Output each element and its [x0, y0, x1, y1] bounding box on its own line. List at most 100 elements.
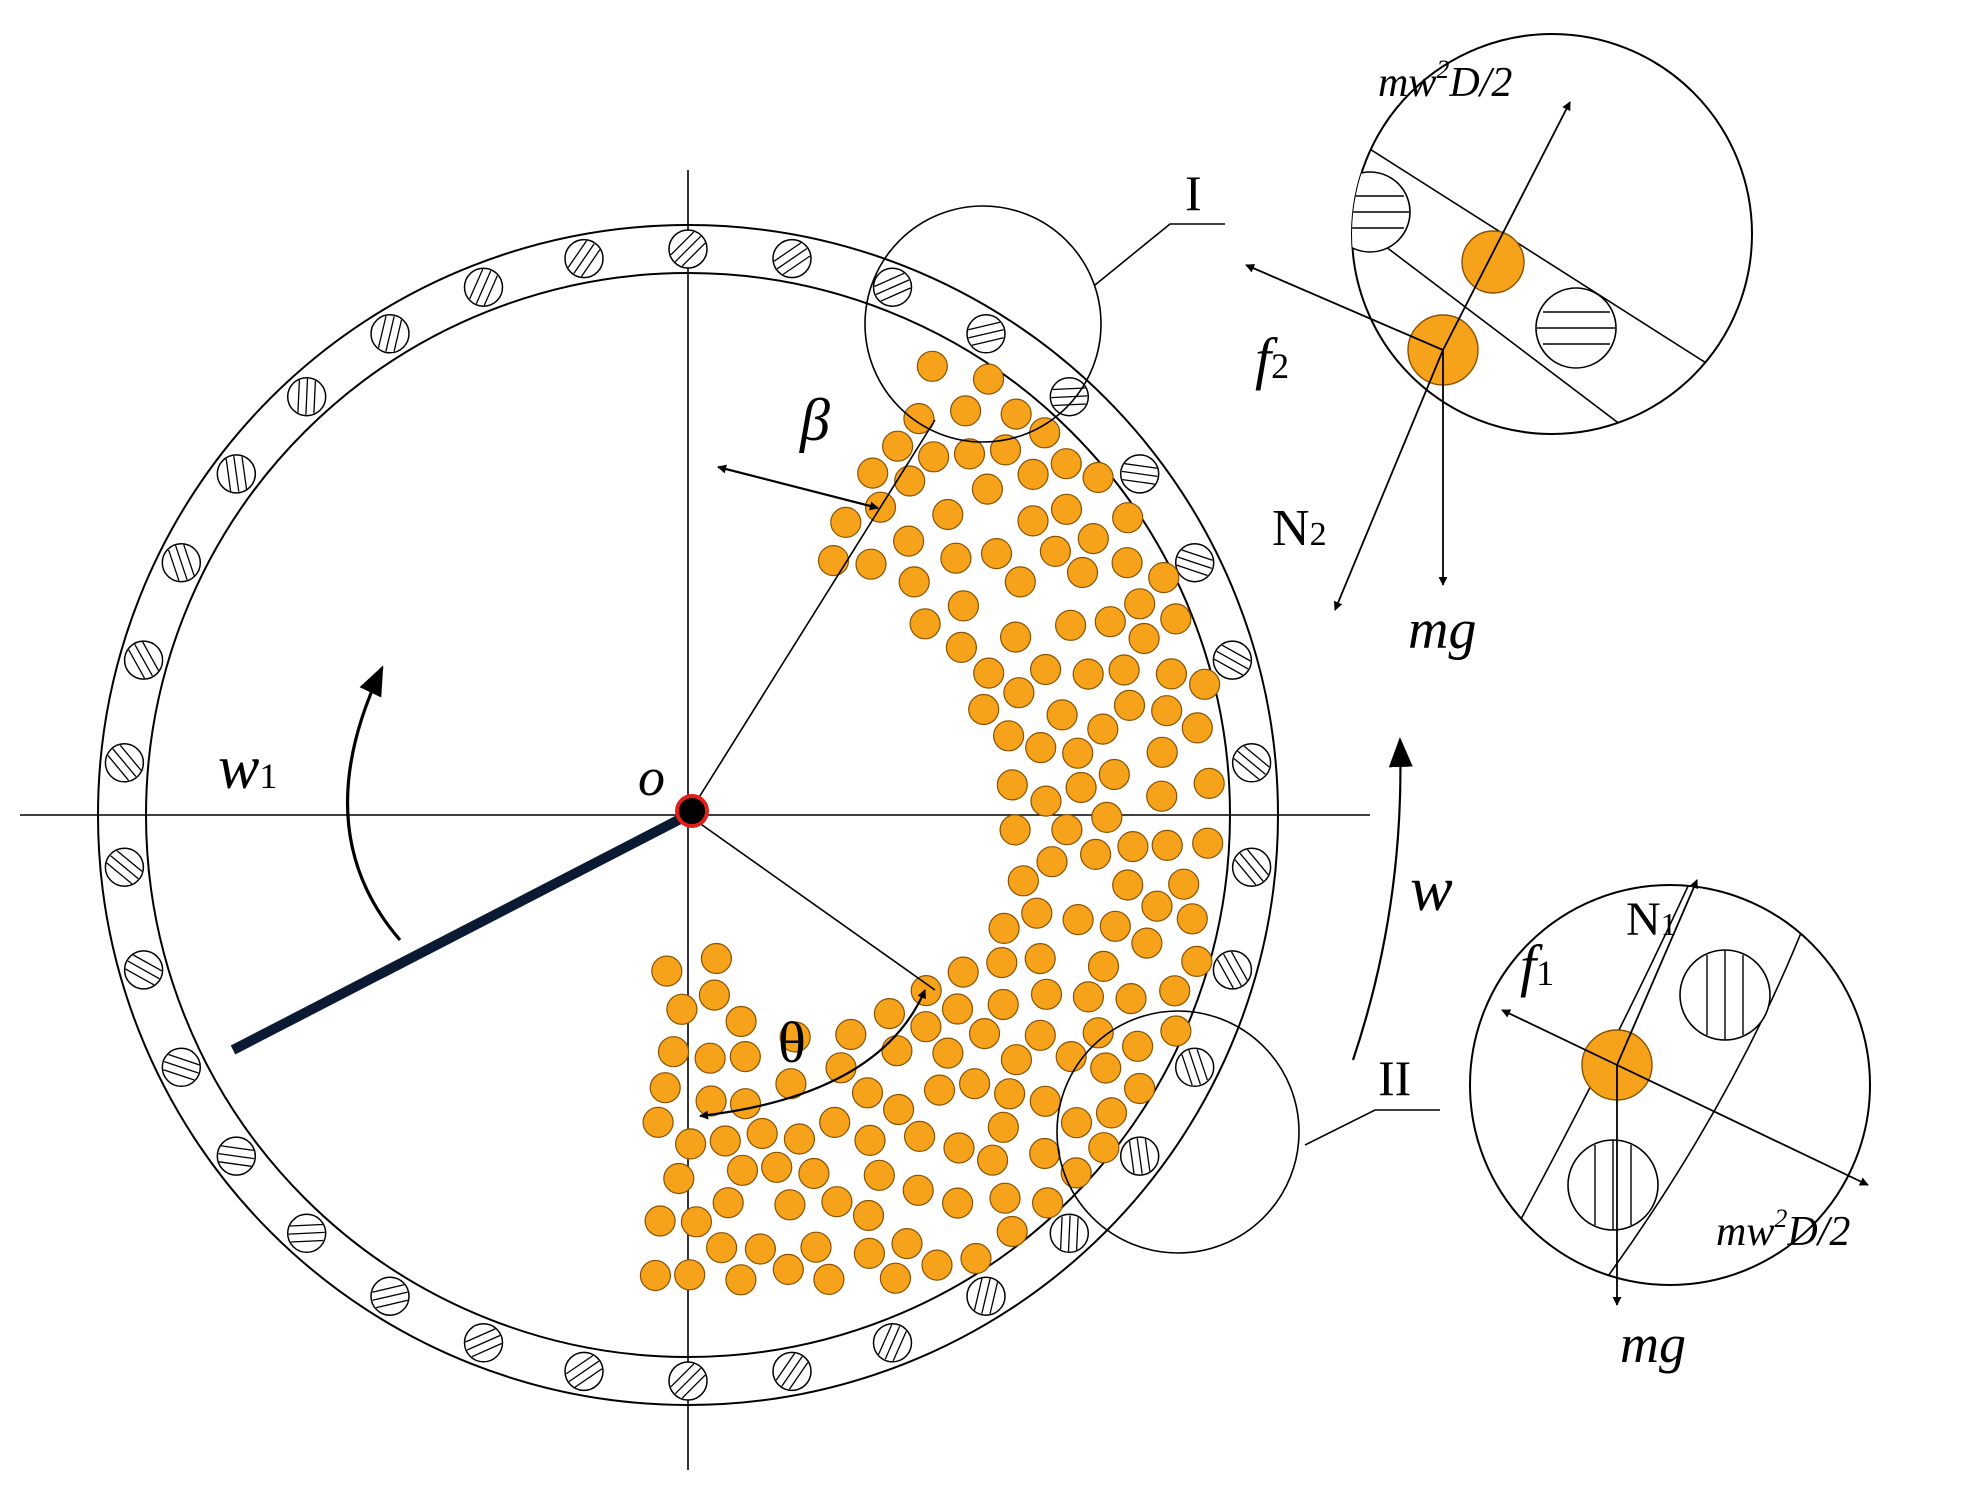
particle	[993, 1078, 1026, 1110]
particle	[1095, 1097, 1128, 1129]
particle	[1017, 458, 1049, 490]
particle	[1148, 561, 1180, 594]
particle	[999, 621, 1032, 653]
detail-I-inset: mw2D/2 f2 N2 mg	[1245, 33, 1753, 661]
detail-I-lifter-right	[1535, 287, 1617, 369]
particle	[910, 1011, 942, 1043]
lifter-bar	[463, 267, 504, 307]
lifter-bar	[1049, 376, 1090, 417]
particle	[892, 525, 925, 557]
particle	[898, 566, 930, 598]
particle	[1030, 978, 1063, 1010]
particle	[1090, 1052, 1122, 1084]
lifter-bar	[966, 1276, 1006, 1316]
beta-arrow	[717, 464, 879, 511]
particle	[1088, 1132, 1120, 1164]
lifter-bar	[668, 1361, 708, 1401]
particle	[1031, 1187, 1064, 1219]
particle	[947, 956, 979, 988]
particle	[1112, 869, 1144, 901]
detail-II-focus-circle	[1056, 1010, 1300, 1254]
particle	[855, 548, 887, 580]
particle	[1159, 975, 1191, 1007]
particle	[1181, 945, 1213, 978]
detail-I-normal-label: N2	[1272, 500, 1327, 557]
particle	[1000, 398, 1032, 430]
particle	[968, 1017, 1001, 1050]
particle	[972, 363, 1005, 395]
particle	[932, 1037, 964, 1069]
lifter-bar	[286, 376, 327, 417]
w-rotation-arrow	[1351, 737, 1413, 1061]
lifter-bar	[370, 314, 410, 354]
particle	[932, 498, 964, 531]
particle	[698, 979, 731, 1011]
particle	[830, 506, 862, 539]
particle	[1030, 785, 1062, 817]
particle	[674, 1259, 706, 1291]
particle	[881, 430, 914, 462]
lifter-bar	[1174, 1047, 1215, 1088]
particle	[1128, 622, 1160, 655]
lifter-bar	[564, 1351, 604, 1392]
particle	[958, 1068, 991, 1100]
particle	[1029, 1085, 1061, 1117]
particle	[941, 1187, 974, 1219]
detail-I-ring-edge-inner	[1352, 211, 1721, 434]
lifter-bar	[772, 1351, 812, 1392]
particle	[882, 1093, 915, 1126]
particle	[819, 1106, 851, 1139]
particle	[1146, 736, 1178, 768]
detail-II-lifter-upper	[1679, 949, 1771, 1041]
lifter-bar	[1212, 950, 1253, 990]
particle	[1115, 982, 1147, 1015]
detail-II-leader	[1304, 1109, 1440, 1146]
particle	[1024, 942, 1056, 975]
particle	[973, 657, 1005, 689]
particle	[851, 1077, 884, 1109]
w1-rotation-arrow	[345, 665, 402, 942]
particle	[1176, 903, 1208, 935]
particle	[1077, 522, 1109, 555]
particle	[639, 1259, 672, 1292]
particle	[1055, 1040, 1087, 1073]
particle	[1141, 890, 1173, 922]
particle	[1065, 771, 1097, 804]
particle	[746, 1117, 778, 1150]
particle	[1066, 556, 1099, 589]
detail-I-centrifugal-arrow	[1442, 101, 1571, 351]
particle	[923, 1074, 956, 1106]
particle	[1168, 868, 1200, 900]
particle	[680, 1206, 713, 1238]
w1-label: w1	[218, 734, 277, 802]
lifter-bar	[216, 454, 257, 494]
particle	[1082, 1017, 1114, 1049]
particle	[729, 1088, 762, 1120]
theta-arrow	[699, 989, 927, 1120]
particle	[1003, 677, 1035, 709]
detail-II-label: II	[1378, 1050, 1411, 1106]
particle	[1121, 1030, 1154, 1062]
particle	[894, 465, 926, 497]
particle	[909, 608, 941, 640]
particle	[642, 1106, 674, 1138]
particle	[1160, 1015, 1192, 1047]
drum-outer-ring	[97, 224, 1279, 1406]
detail-II-friction-arrow	[1501, 1009, 1618, 1066]
particle	[881, 1035, 913, 1067]
particle	[1131, 927, 1163, 959]
particle	[1029, 417, 1061, 449]
detail-II-centrifugal-label: mw2D/2	[1716, 1204, 1850, 1255]
particle	[902, 1174, 934, 1206]
beta-radius-line	[687, 419, 936, 816]
particle	[917, 441, 950, 473]
particle	[1060, 1107, 1093, 1139]
particle	[1113, 689, 1146, 722]
particle	[996, 1215, 1028, 1248]
particle	[879, 1262, 912, 1294]
detail-II-gravity-label: mg	[1620, 1314, 1686, 1374]
particle	[903, 403, 935, 435]
particle	[1151, 695, 1183, 727]
particle	[873, 997, 906, 1030]
detail-I-centrifugal-label: mw2D/2	[1378, 55, 1512, 106]
